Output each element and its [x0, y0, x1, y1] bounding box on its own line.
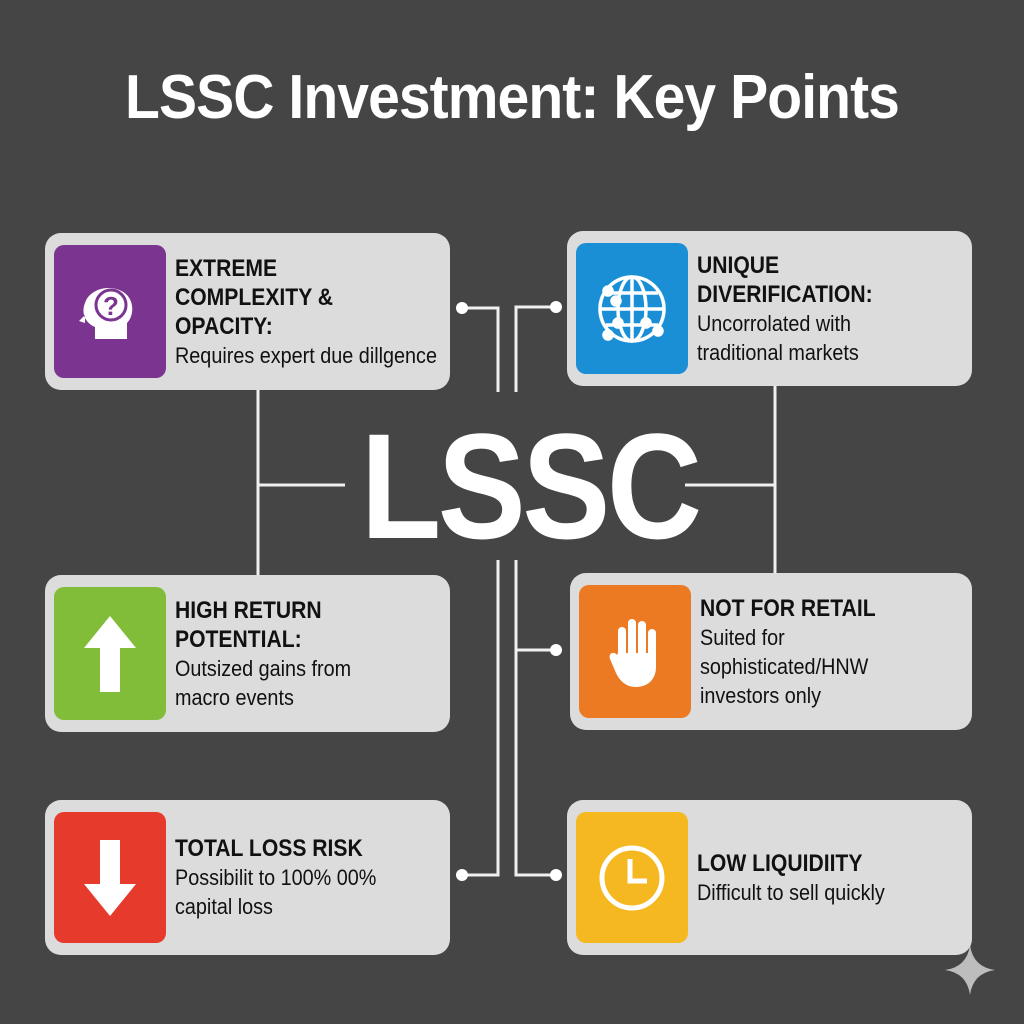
card-description: Difficult to sell quickly	[697, 879, 885, 905]
card-description: Requires expert due dillgence	[175, 342, 437, 368]
clock-icon	[576, 812, 688, 943]
card-diversification: UNIQUE DIVERIFICATION:Uncorrolated with …	[567, 231, 972, 386]
sparkle-icon	[945, 945, 995, 995]
hand-stop-icon	[579, 585, 691, 718]
arrow-up-icon	[54, 587, 166, 720]
card-heading: NOT FOR RETAIL	[700, 594, 876, 622]
page-title: LSSC Investment: Key Points	[125, 63, 900, 132]
center-label: LSSC	[360, 402, 702, 570]
card-heading: EXTREME COMPLEXITY & OPACITY:	[175, 254, 334, 340]
card-description: Uncorrolated with traditional markets	[697, 310, 859, 365]
globe-icon	[576, 243, 688, 374]
svg-text:?: ?	[103, 291, 119, 321]
card-heading: LOW LIQUIDIITY	[697, 849, 863, 877]
brain-question-icon: ?	[54, 245, 166, 378]
card-heading: UNIQUE DIVERIFICATION:	[697, 251, 873, 308]
card-heading: TOTAL LOSS RISK	[175, 835, 363, 862]
card-heading: HIGH RETURN POTENTIAL:	[175, 596, 322, 653]
arrow-down-icon	[54, 812, 166, 943]
card-description: Suited for sophisticated/HNW investors o…	[700, 624, 869, 708]
card-total-loss: TOTAL LOSS RISK Possibilit to 100% 00% ca…	[45, 800, 450, 955]
card-description: Outsized gains from macro events	[175, 655, 352, 710]
card-high-return: HIGH RETURN POTENTIAL:Outsized gains fro…	[45, 575, 450, 732]
card-complexity: ? EXTREME COMPLEXITY & OPACITY:Requires …	[45, 233, 450, 390]
card-description: Possibilit to 100% 00% capital loss	[175, 865, 377, 919]
